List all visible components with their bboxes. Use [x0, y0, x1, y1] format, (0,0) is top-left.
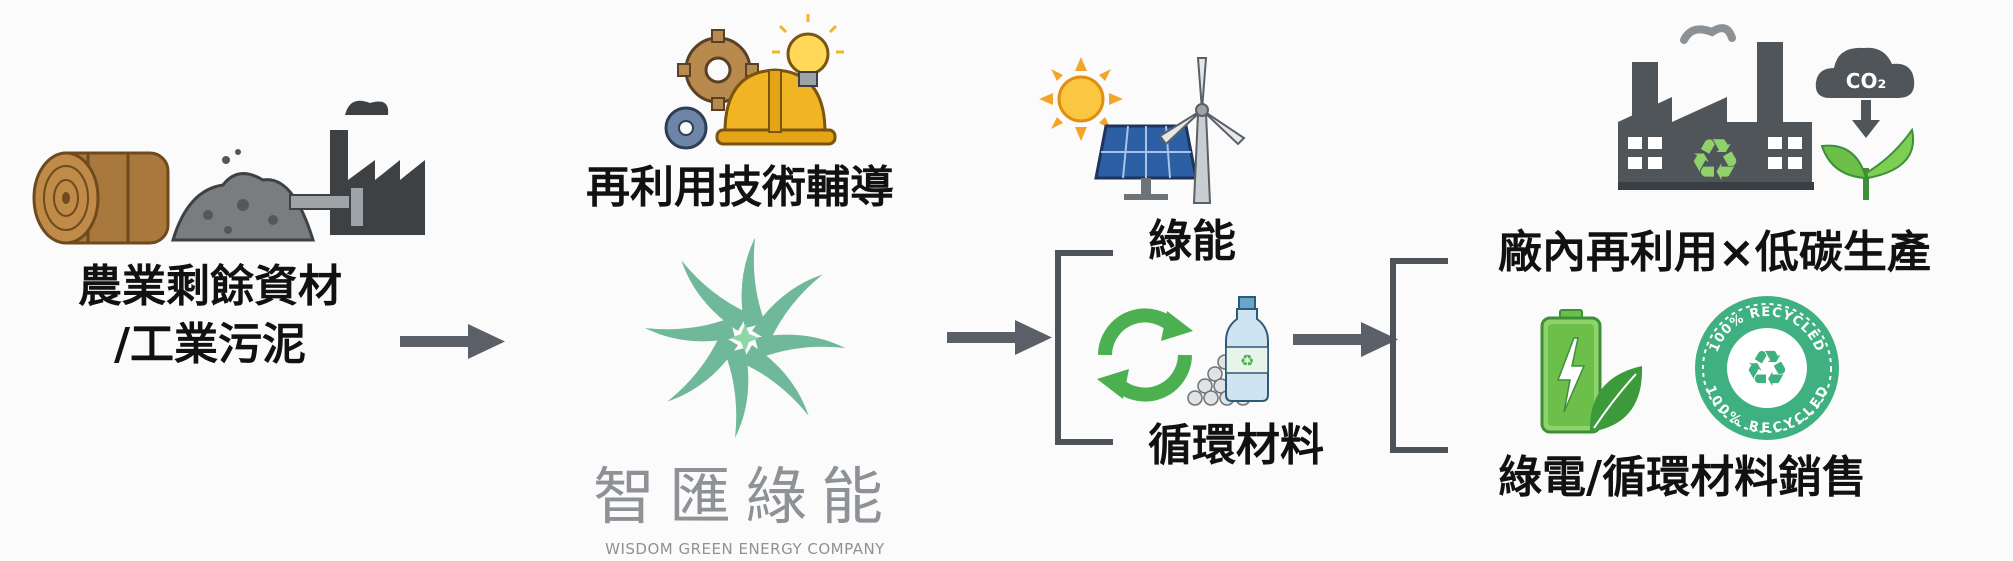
- stage-1-label-line-2: /工業污泥: [113, 319, 307, 370]
- hay-bale-icon: [32, 151, 170, 245]
- green-energy-label: 綠能: [1148, 216, 1236, 267]
- light-bulb-icon: [772, 14, 844, 87]
- svg-text:♻: ♻: [1689, 126, 1741, 194]
- stage-3-bracket: [1055, 250, 1113, 445]
- factory-pipe-icon: [289, 100, 425, 235]
- company-name-en: WISDOM GREEN ENERGY COMPANY: [605, 540, 885, 558]
- svg-text:♻: ♻: [1745, 340, 1790, 398]
- recycled-badge-icon: 100% RECYCLED 100% RECYCLED ♻: [1695, 296, 1839, 440]
- svg-text:♻: ♻: [1240, 351, 1254, 370]
- factory-reuse-label: 廠內再利用×低碳生產: [1498, 227, 1931, 278]
- recycle-arrows-icon: [1097, 308, 1193, 402]
- company-logo-icon: [645, 238, 845, 438]
- stage-1-label-line-1: 農業剩餘資材: [78, 261, 342, 312]
- stage-1-label: 農業剩餘資材 /工業污泥: [40, 258, 380, 374]
- flow-arrow-3: [1293, 322, 1398, 357]
- flow-arrow-1: [400, 324, 505, 359]
- flow-arrow-2: [947, 320, 1052, 355]
- co2-text: CO₂: [1846, 69, 1886, 93]
- circular-material-label: 循環材料: [1148, 420, 1324, 471]
- co2-reduction-icon: CO₂: [1815, 47, 1915, 200]
- company-name-zh: 智匯綠能: [592, 460, 897, 533]
- recycle-factory-icon: ♻: [1618, 24, 1814, 194]
- sales-label: 綠電/循環材料銷售: [1498, 452, 1867, 503]
- gears-icon: [664, 29, 759, 150]
- stage-2-heading: 再利用技術輔導: [586, 162, 894, 213]
- green-battery-icon: [1540, 309, 1643, 434]
- recycle-bottle-icon: ♻: [1225, 296, 1269, 402]
- stage-4-bracket: [1390, 258, 1448, 453]
- wind-turbine-icon: [1158, 57, 1246, 204]
